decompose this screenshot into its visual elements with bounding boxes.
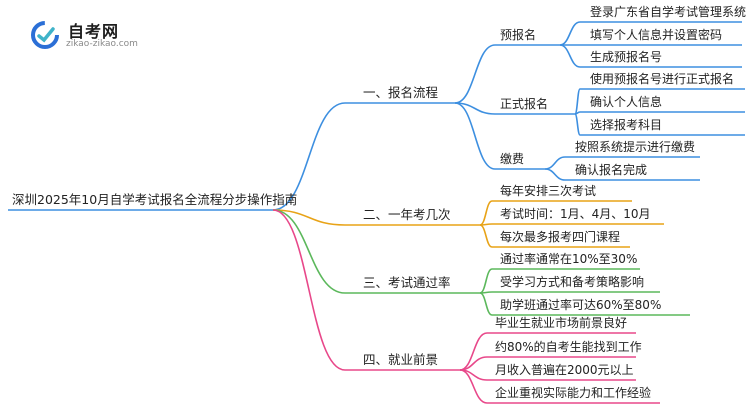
- branch-connector: [272, 209, 346, 294]
- logo-mark-icon: [31, 21, 59, 49]
- leaf-node: 约80%的自考生能找到工作: [495, 340, 642, 354]
- subbranch-node: 正式报名: [500, 97, 549, 111]
- leaf-connector: [559, 21, 581, 46]
- leaf-node: 每次最多报考四门课程: [500, 230, 621, 244]
- branch-connector: [272, 102, 346, 211]
- branch-node: 一、报名流程: [363, 85, 439, 100]
- leaf-node: 选择报考科目: [590, 118, 663, 132]
- branch-node: 四、就业前景: [363, 352, 439, 367]
- branch-connector: [272, 209, 346, 226]
- leaf-connector: [459, 369, 488, 404]
- leaf-connector: [559, 44, 581, 68]
- leaf-connector: [479, 268, 493, 294]
- subbranch-node: 预报名: [500, 28, 537, 42]
- leaf-node: 助学班通过率可达60%至80%: [500, 298, 662, 312]
- leaf-connector: [479, 200, 493, 226]
- leaf-connector: [544, 156, 566, 170]
- leaf-connector: [574, 88, 581, 115]
- subbranch-connector: [454, 102, 496, 115]
- logo-subtitle: zikao-zikao.com: [66, 39, 138, 49]
- site-logo: 自考网 zikao-zikao.com: [30, 16, 170, 56]
- leaf-node: 每年安排三次考试: [500, 184, 597, 198]
- branch-connector: [272, 209, 346, 371]
- leaf-node: 填写个人信息并设置密码: [590, 28, 723, 42]
- leaf-connector: [479, 224, 493, 248]
- root-node: 深圳2025年10月自学考试报名全流程分步操作指南: [12, 192, 298, 207]
- subbranch-connector: [454, 102, 496, 170]
- logo-title: 自考网: [68, 22, 120, 41]
- leaf-connector: [544, 168, 566, 181]
- leaf-node: 按照系统提示进行缴费: [575, 140, 696, 154]
- leaf-connector: [479, 292, 493, 316]
- leaf-connector: [459, 332, 488, 371]
- branch-node: 二、一年考几次: [363, 207, 451, 222]
- leaf-node: 考试时间：1月、4月、10月: [500, 207, 651, 221]
- leaf-node: 确认个人信息: [590, 95, 663, 109]
- subbranch-connector: [454, 44, 496, 104]
- leaf-node: 使用预报名号进行正式报名: [590, 72, 735, 86]
- leaf-node: 受学习方式和备考策略影响: [500, 275, 645, 289]
- leaf-node: 月收入普遍在2000元以上: [495, 363, 634, 377]
- leaf-connector: [574, 113, 581, 136]
- leaf-node: 登录广东省自学考试管理系统: [590, 5, 747, 19]
- leaf-node: 企业重视实际能力和工作经验: [495, 386, 652, 400]
- leaf-node: 通过率通常在10%至30%: [500, 252, 638, 266]
- leaf-node: 毕业生就业市场前景良好: [495, 316, 628, 330]
- leaf-node: 确认报名完成: [575, 163, 648, 177]
- leaf-node: 生成预报名号: [590, 50, 663, 64]
- subbranch-node: 缴费: [500, 152, 525, 166]
- branch-node: 三、考试通过率: [363, 275, 451, 290]
